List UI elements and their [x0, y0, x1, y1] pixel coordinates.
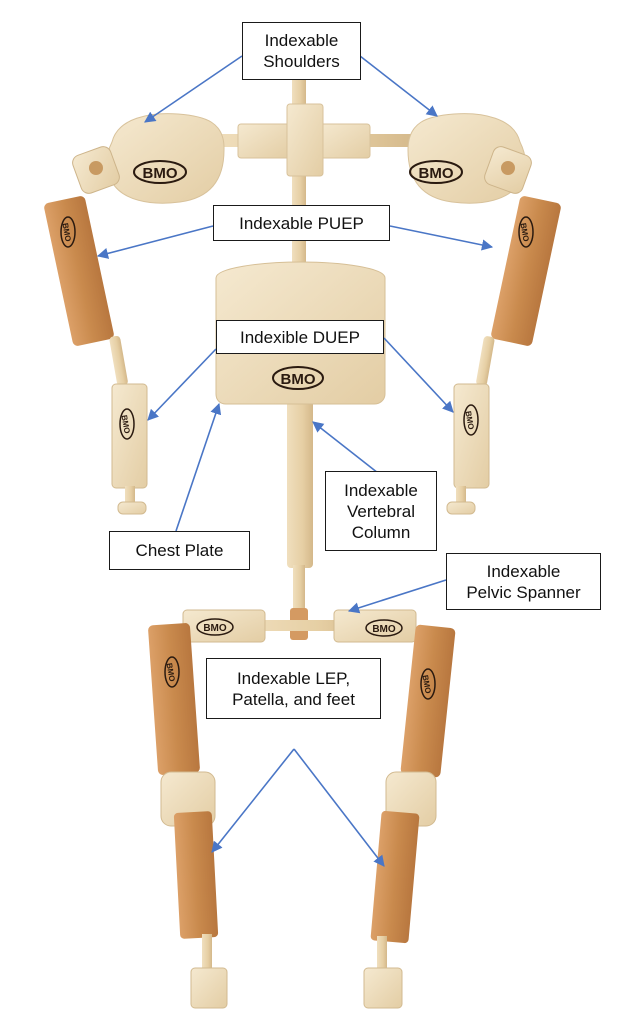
callout-shoulders-line2: Shoulders [263, 52, 340, 71]
svg-text:BMO: BMO [281, 371, 316, 388]
bmo-logo-upper-arm-left: BMO [60, 216, 76, 248]
vertebral-column [287, 398, 313, 568]
svg-text:BMO: BMO [420, 674, 432, 694]
arrow-chest [175, 402, 222, 532]
callout-pelvic: Indexable Pelvic Spanner [446, 553, 601, 610]
thigh-left [148, 623, 200, 775]
upper-arm-right [491, 196, 561, 346]
arrow-puep-left [96, 225, 214, 259]
hand-peg-left [117, 501, 147, 515]
callout-vertebral: Indexable Vertebral Column [325, 471, 437, 551]
wrist-rod-right [456, 486, 466, 506]
svg-text:BMO: BMO [419, 165, 454, 182]
shoulder-block-right [317, 123, 371, 159]
bmo-logo-shoulder-right: BMO [409, 160, 463, 184]
callout-pelvic-line1: Indexable [486, 561, 561, 581]
ankle-rod-right [377, 936, 387, 976]
arrow-duep-left [147, 348, 217, 421]
arrow-legs-right [293, 748, 385, 867]
elbow-rod-left [109, 335, 128, 386]
arrow-pelvic [347, 579, 447, 614]
svg-text:BMO: BMO [203, 623, 227, 634]
svg-text:BMO: BMO [164, 662, 176, 682]
callout-shoulders: Indexable Shoulders [242, 22, 361, 80]
bmo-logo-upper-arm-right: BMO [518, 216, 534, 248]
arrow-duep-right [383, 337, 454, 413]
shoulder-hub [286, 103, 324, 177]
arrow-puep-right [389, 225, 494, 251]
callout-legs: Indexable LEP, Patella, and feet [206, 658, 381, 719]
arrow-vertebral [312, 421, 379, 474]
callout-chest: Chest Plate [109, 531, 250, 570]
bmo-logo-pelvis-right: BMO [365, 619, 403, 637]
shoulder-block-left [237, 123, 291, 159]
callout-arrows [96, 55, 494, 867]
callout-puep-line1: Indexable PUEP [239, 213, 364, 233]
bmo-logo-shoulder-left: BMO [133, 160, 187, 184]
callout-pelvic-line2: Pelvic Spanner [466, 582, 581, 602]
bmo-logo-forearm-left: BMO [119, 408, 135, 440]
bmo-logo-chest: BMO [272, 366, 324, 390]
callout-vertebral-line1: Indexable [344, 480, 418, 500]
upper-arm-left [44, 196, 114, 346]
callout-chest-line1: Chest Plate [135, 541, 224, 560]
shin-left [173, 811, 219, 939]
callout-vertebral-line2: Vertebral [346, 501, 416, 521]
bmo-logo-thigh-right: BMO [420, 668, 436, 700]
svg-text:BMO: BMO [518, 222, 530, 242]
svg-text:BMO: BMO [372, 624, 396, 635]
arrow-shoulders-left [144, 55, 243, 123]
callout-duep: Indexible DUEP [216, 320, 384, 354]
svg-text:BMO: BMO [60, 222, 72, 242]
callout-legs-line2: Patella, and feet [232, 689, 355, 709]
foot-left [190, 967, 228, 1009]
shoulder-plate-left [106, 113, 225, 204]
bmo-logo-forearm-right: BMO [463, 404, 479, 436]
bmo-logo-thigh-left: BMO [164, 656, 180, 688]
wrist-rod-left [125, 486, 135, 506]
hand-peg-right [446, 501, 476, 515]
callout-puep: Indexable PUEP [213, 205, 390, 241]
arrow-shoulders-right [359, 55, 438, 117]
shoulder-knuckle-hole-right [501, 161, 515, 175]
svg-text:BMO: BMO [119, 414, 131, 434]
forearm-right [453, 383, 490, 489]
callout-vertebral-line3: Column [351, 522, 411, 542]
arrow-legs-left [211, 748, 295, 853]
svg-text:BMO: BMO [463, 410, 475, 430]
svg-text:BMO: BMO [143, 165, 178, 182]
callout-shoulders-line1: Indexable [264, 31, 339, 50]
ankle-rod-left [202, 934, 212, 974]
shoulder-knuckle-hole-left [89, 161, 103, 175]
callout-duep-line1: Indexible DUEP [239, 327, 360, 347]
bmo-logo-pelvis-left: BMO [196, 618, 234, 636]
lower-spine-rod [293, 565, 305, 620]
forearm-left [111, 383, 148, 489]
elbow-rod-right [476, 336, 495, 387]
thigh-right [400, 624, 456, 778]
foot-right [363, 967, 403, 1009]
callout-legs-line1: Indexable LEP, [236, 668, 351, 688]
shin-right [370, 810, 420, 944]
